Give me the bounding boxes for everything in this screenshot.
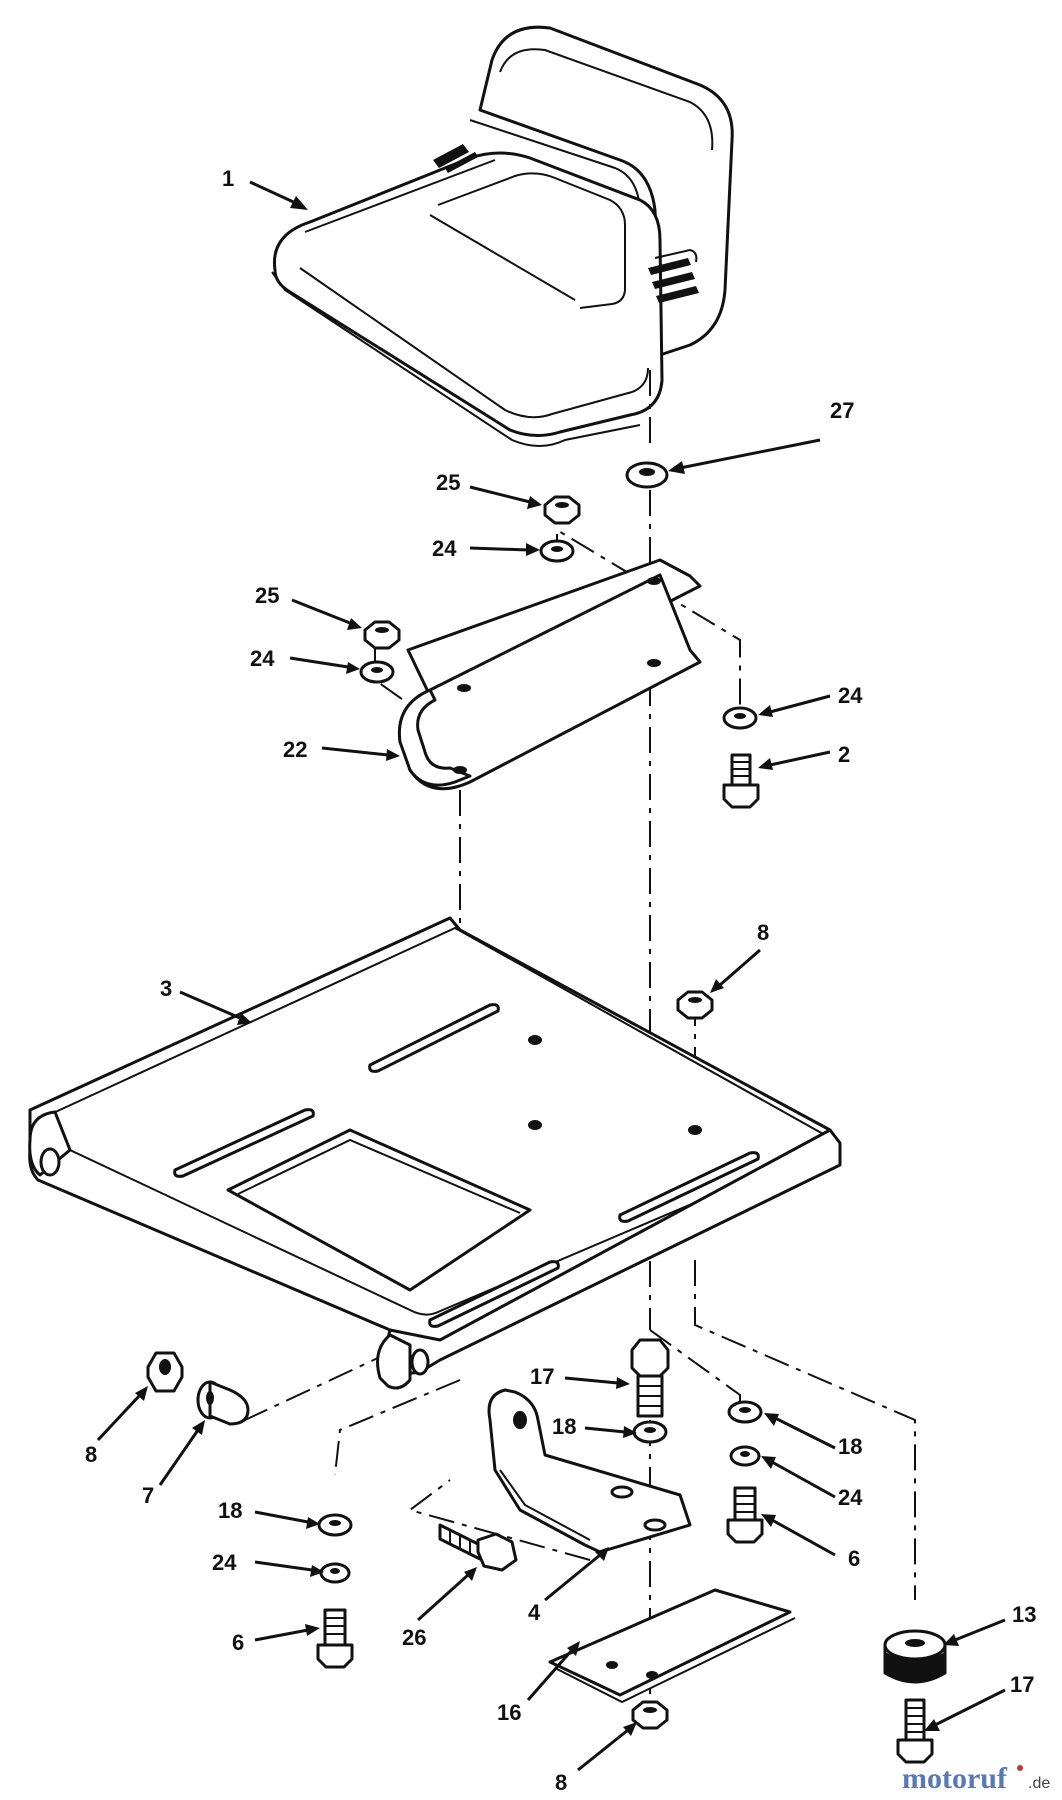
callout-6-left: 6 — [232, 1630, 244, 1655]
watermark-suffix: .de — [1028, 1775, 1050, 1792]
callout-25-left: 25 — [255, 583, 279, 608]
callout-17: 17 — [530, 1364, 554, 1389]
callout-17-bottom: 17 — [1010, 1672, 1034, 1697]
callout-6-right: 6 — [848, 1546, 860, 1571]
callout-24-lower-left: 24 — [212, 1550, 237, 1575]
bracket-4 — [487, 1388, 692, 1554]
callout-labels: 1 27 25 24 25 24 22 24 2 8 3 8 7 17 18 1… — [85, 166, 1036, 1795]
callout-arrows — [96, 180, 1006, 1772]
washer-18b — [317, 1513, 353, 1537]
callout-18-left: 18 — [218, 1498, 242, 1523]
seat-plate-3 — [28, 916, 842, 1390]
callout-25: 25 — [436, 470, 460, 495]
washer-24b — [359, 660, 395, 684]
callout-7: 7 — [142, 1483, 154, 1508]
callout-8-left: 8 — [85, 1442, 97, 1467]
rubber-bumper-13 — [883, 1629, 947, 1684]
bolt-17a — [630, 1338, 670, 1418]
washer-24e — [729, 1445, 761, 1467]
washer-24c — [722, 706, 758, 730]
washer-27 — [625, 461, 669, 489]
callout-24-right: 24 — [838, 683, 863, 708]
bolt-6b — [726, 1486, 764, 1544]
callout-13: 13 — [1012, 1602, 1036, 1627]
plate-16 — [548, 1588, 796, 1704]
callout-8-top: 8 — [757, 920, 769, 945]
nut-25a — [543, 495, 581, 525]
callout-24-left: 24 — [250, 646, 275, 671]
watermark-dot-icon — [1017, 1765, 1023, 1771]
callout-24-lower-right: 24 — [838, 1485, 863, 1510]
bolt-2 — [722, 753, 760, 809]
callout-2: 2 — [838, 742, 850, 767]
nut-8c — [631, 1700, 669, 1730]
callout-18-mid: 18 — [552, 1414, 576, 1439]
callout-1: 1 — [222, 166, 234, 191]
callout-27: 27 — [830, 398, 854, 423]
callout-24: 24 — [432, 536, 457, 561]
nut-8a — [676, 990, 714, 1020]
bolt-26 — [438, 1523, 518, 1572]
callout-8-bottom: 8 — [555, 1770, 567, 1795]
bolt-17b — [896, 1698, 934, 1764]
washer-18a — [632, 1420, 668, 1444]
callout-3: 3 — [160, 976, 172, 1001]
callout-4: 4 — [528, 1600, 541, 1625]
washer-24a — [539, 539, 575, 563]
bolt-6a — [316, 1608, 354, 1669]
watermark-brand: motoruf — [902, 1762, 1008, 1795]
callout-22: 22 — [283, 737, 307, 762]
spacer-7 — [196, 1380, 250, 1426]
washer-24d — [319, 1562, 351, 1584]
nut-8b — [146, 1351, 184, 1393]
washer-18c — [727, 1400, 763, 1424]
callout-16: 16 — [497, 1700, 521, 1725]
seat — [271, 25, 734, 447]
callout-26: 26 — [402, 1625, 426, 1650]
callout-18-right: 18 — [838, 1434, 862, 1459]
bracket-22 — [397, 558, 702, 791]
motoruf-watermark: motoruf .de — [902, 1762, 1050, 1795]
nut-25b — [363, 620, 401, 650]
